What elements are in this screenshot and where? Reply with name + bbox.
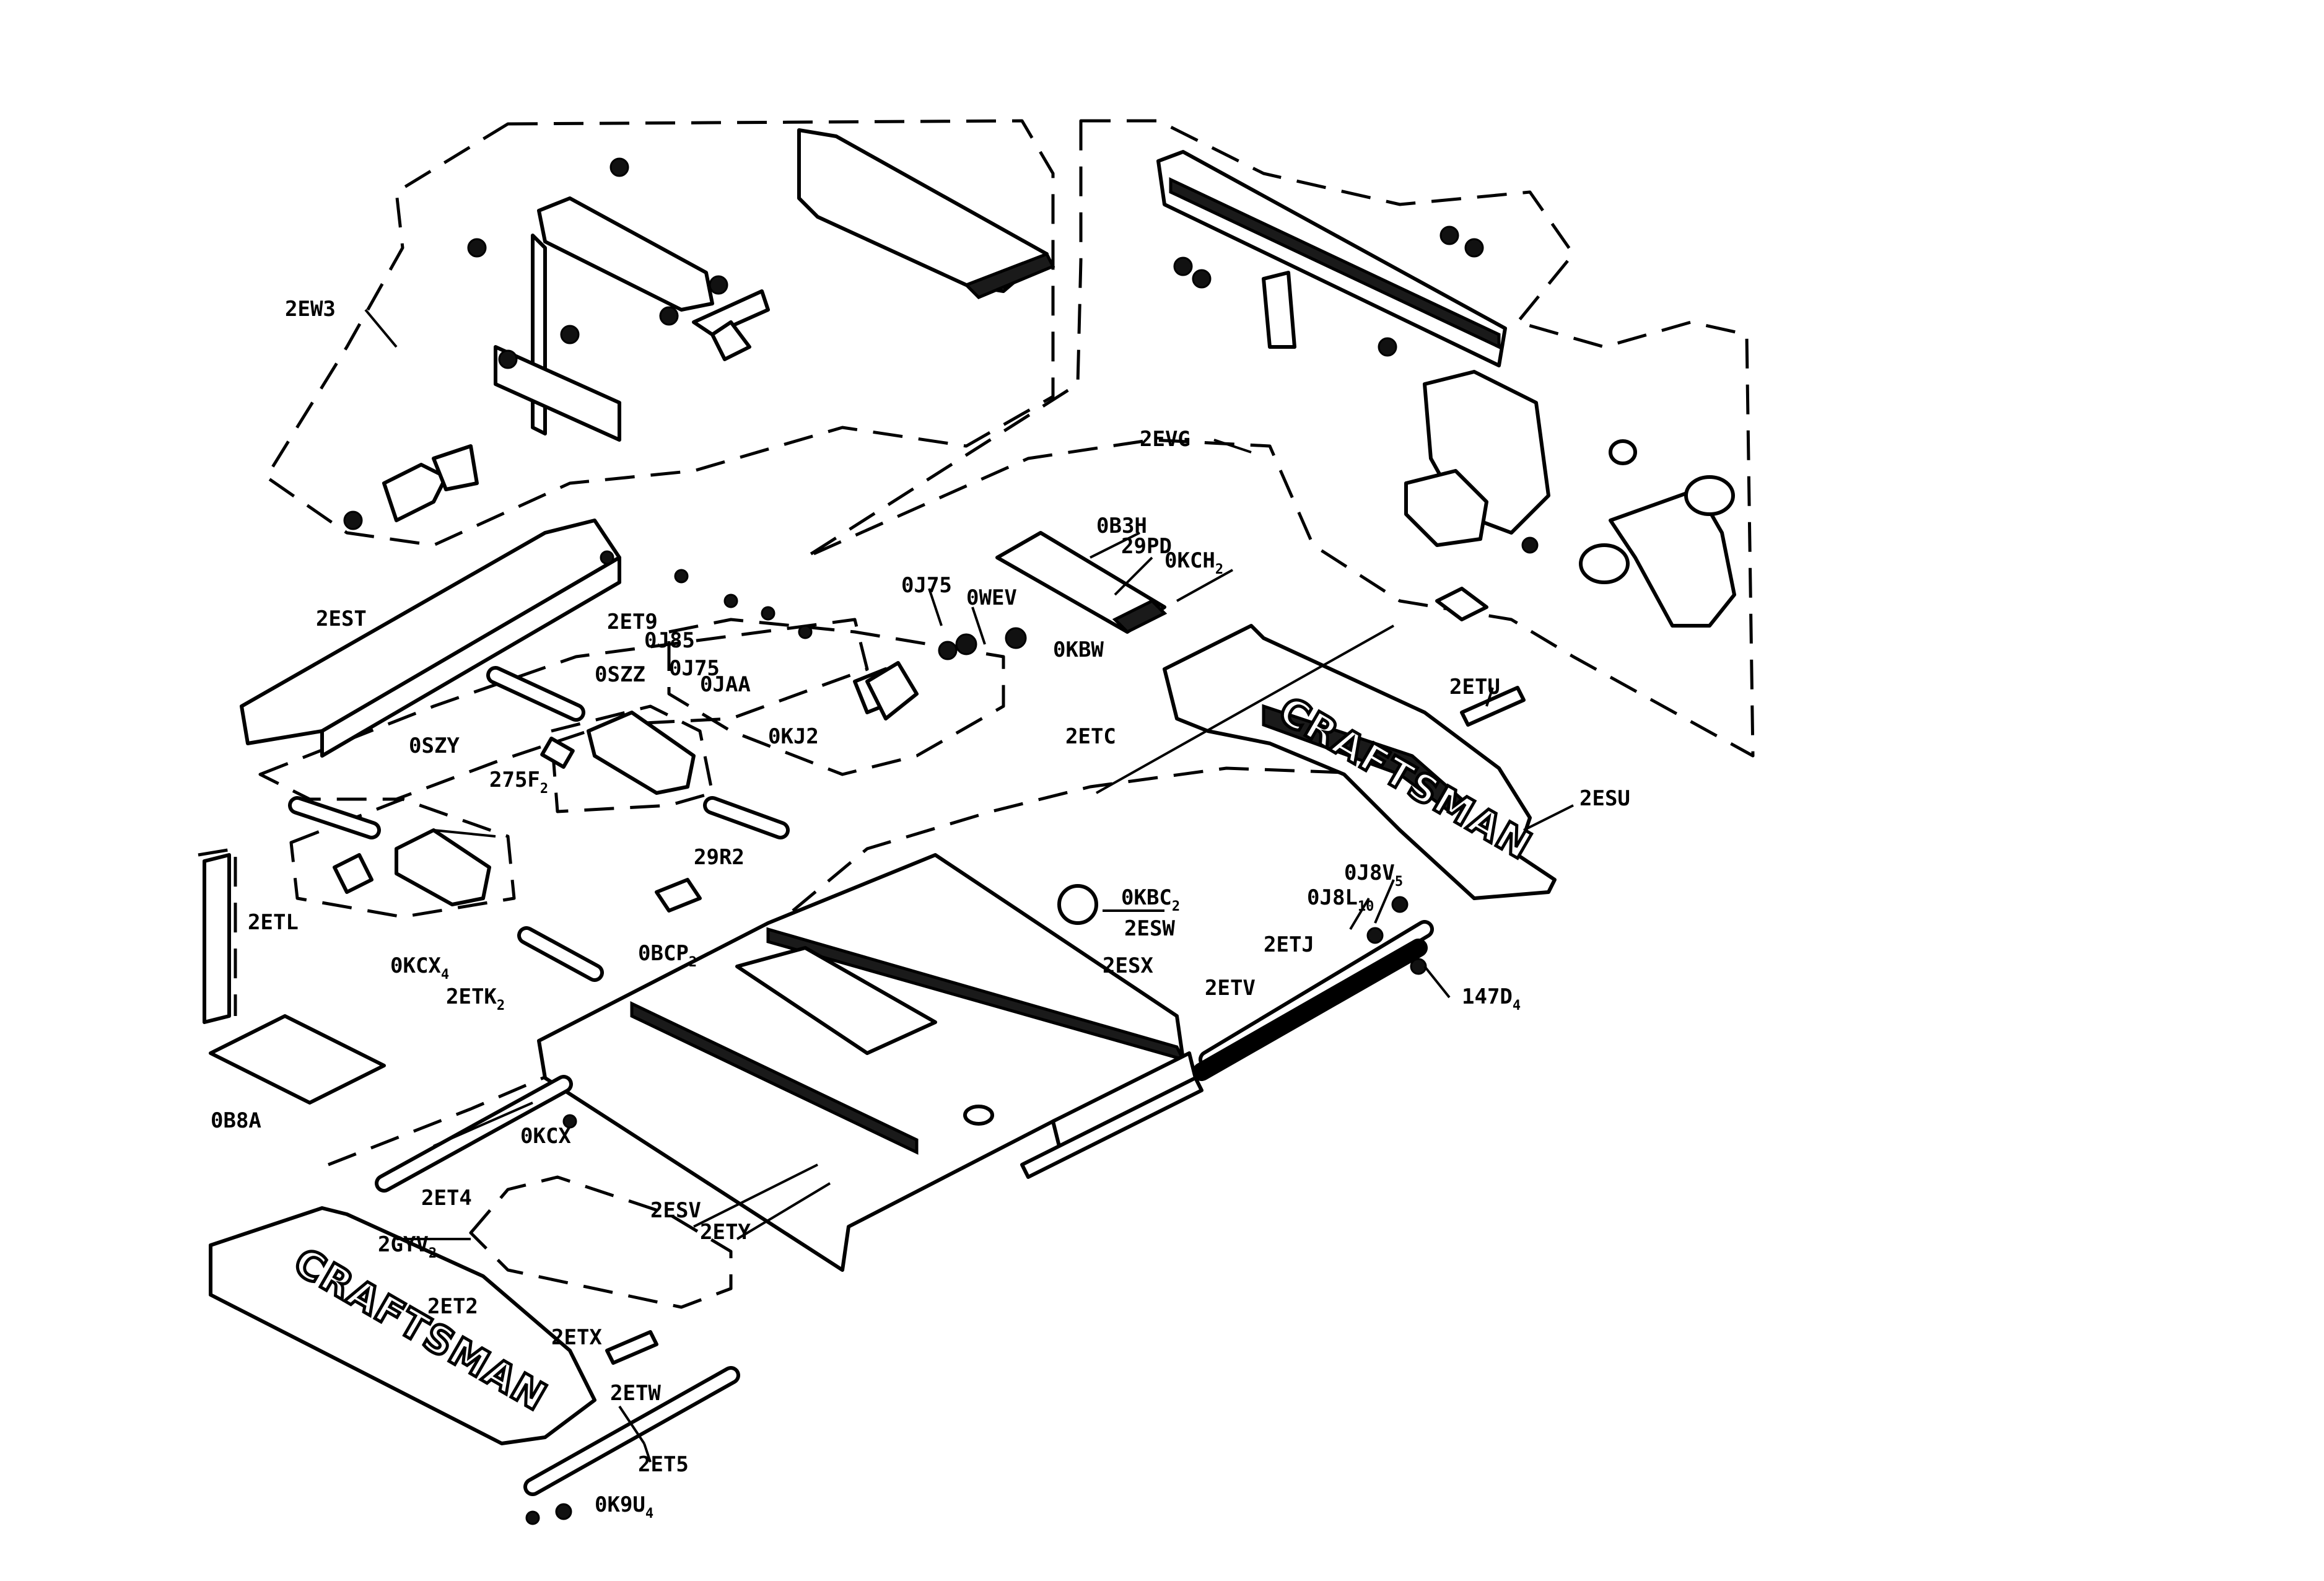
label-2etk2: 2ETK2 [446,984,505,1014]
rods [288,624,1434,1496]
label-2est: 2EST [316,607,367,631]
rear-rail-housing-2est [240,519,621,758]
front-table-extension-left: CRAFTSMAN [209,1206,596,1445]
rip-fence-assembly [1156,150,1736,628]
group-outline-hardware [667,618,1005,776]
group-outline-0szy [289,797,516,919]
scale-bracket-0b3h [995,531,1168,634]
label-0j75-b: 0J75 [669,656,720,681]
locking-hardware [674,569,1027,720]
label-2esv: 2ESV [650,1198,701,1223]
leader-lines [364,309,1574,1463]
label-0wev: 0WEV [966,585,1017,610]
label-2etx: 2ETX [551,1325,602,1350]
group-outline-0szz [549,704,714,813]
label-0kcx: 0KCX [520,1124,571,1149]
label-2et4: 2ET4 [421,1186,472,1211]
group-outline-table [792,766,1394,912]
label-0kbc: 0KBC2 [1121,885,1180,914]
label-2ety: 2ETY [700,1220,751,1245]
upper-left-guard-assembly [343,157,770,530]
slider-assembly-0szz [540,711,696,795]
label-2et2: 2ET2 [427,1294,478,1319]
blade-guard-cover [797,128,1055,299]
label-0j75-a: 0J75 [901,573,952,598]
label-2esx: 2ESX [1103,953,1153,978]
label-0j8l: 0J8L10 [1307,885,1374,914]
label-2etx [605,1330,658,1365]
label-147d: 147D4 [1462,984,1521,1014]
label-0b8a: 0B8A [211,1108,261,1133]
label-29r2: 29R2 [694,845,745,870]
label-0b3h: 0B3H [1096,514,1147,538]
label-0kcx4: 0KCX4 [390,953,449,983]
label-0jaa: 0JAA [700,672,751,697]
label-2et5: 2ET5 [638,1452,689,1477]
label-29r2 [655,878,702,913]
label-0kj2: 0KJ2 [768,724,819,749]
label-0szz: 0SZZ [595,662,645,687]
group-outline-2ew3 [264,119,1055,547]
label-0k9u: 0K9U4 [595,1492,653,1522]
label-2etj: 2ETJ [1264,932,1314,957]
label-2evg: 2EVG [1140,427,1190,452]
label-0bcp: 0BCP2 [638,941,697,970]
label-2etl: 2ETL [248,910,299,935]
group-outline-2est [258,618,869,801]
screws [525,896,1427,1525]
label-2et9: 2ET9 [607,610,658,634]
warning-label-0b8a [209,1014,386,1105]
slider-assembly-0szy [333,828,491,906]
label-0szy: 0SZY [409,734,460,758]
label-2esw: 2ESW [1124,916,1175,941]
front-table-extension-right: CRAFTSMAN [1163,624,1557,900]
label-2ew3: 2EW3 [285,297,336,322]
label-2etu [1460,686,1526,727]
label-275f: 275F2 [489,768,548,797]
label-29pd: 29PD [1121,534,1172,559]
callout-labels: 2EW3 2EVG 0B3H 29PD 0KCH2 0J75 0WEV 0KBW… [211,297,1630,1522]
label-2etu: 2ETU [1449,675,1500,699]
label-0j85: 0J85 [644,628,695,653]
label-2etc: 2ETC [1065,724,1116,749]
label-2etw: 2ETW [610,1381,661,1406]
label-2etv: 2ETV [1205,976,1256,1001]
side-panel-2etl [203,853,231,1024]
label-0kch: 0KCH2 [1164,548,1223,577]
group-outline-2evg [803,119,1755,758]
knob-0kbc [1057,884,1098,925]
group-outline-2gyv [469,1175,733,1309]
table-top [537,853,1186,1272]
label-2gyv: 2GYV2 [378,1232,437,1261]
label-2esu: 2ESU [1579,786,1630,811]
group-outline-2etl [198,847,237,1016]
label-0kbw: 0KBW [1053,637,1104,662]
label-0j8v: 0J8V5 [1344,861,1403,890]
